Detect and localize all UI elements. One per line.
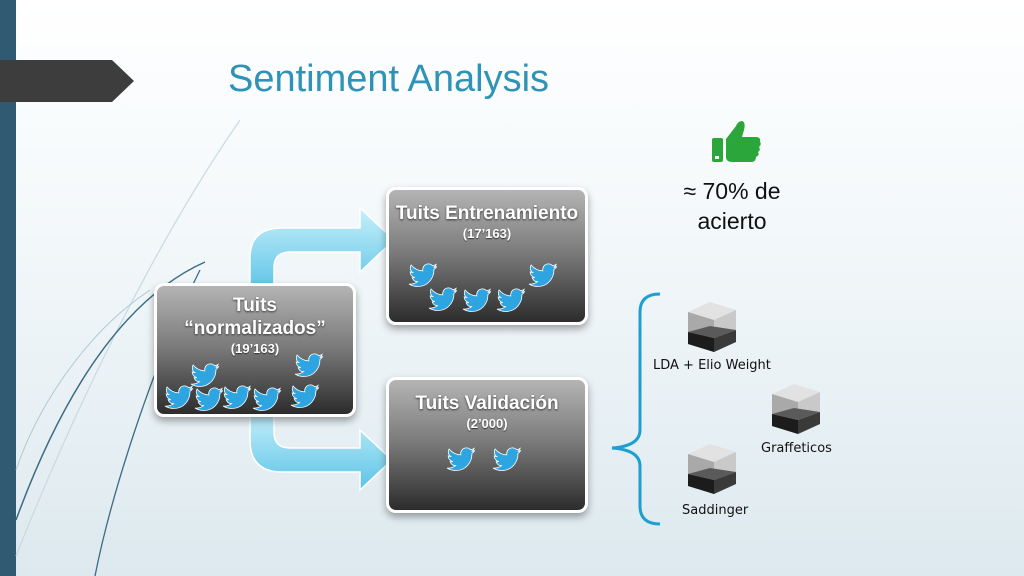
- training-tweets-count: (17’163): [462, 226, 512, 241]
- validation-tweets-count: (2’000): [466, 416, 508, 431]
- training-tweets-box: Tuits Entrenamiento (17’163): [386, 187, 588, 325]
- model-label-saddinger: Saddinger: [682, 503, 749, 518]
- model-cube-icon: [768, 380, 824, 436]
- slide-title: Sentiment Analysis: [228, 58, 550, 100]
- accuracy-text: ≈ 70% de acierto: [683, 178, 781, 234]
- normalized-tweets-title: Tuits “normalizados”: [184, 295, 326, 339]
- validation-tweets-box: Tuits Validación (2’000): [386, 377, 588, 513]
- title-tab-shape: [0, 60, 134, 102]
- left-accent-bar: [0, 0, 16, 576]
- validation-tweets-title: Tuits Validación: [415, 393, 559, 414]
- arrow-to-training: [249, 206, 396, 293]
- training-tweets-title: Tuits Entrenamiento: [395, 203, 579, 224]
- model-cube-icon: [684, 440, 740, 496]
- model-label-graffeticos: Graffeticos: [761, 441, 832, 456]
- normalized-tweets-count: (19’163): [230, 341, 280, 356]
- arrow-to-validation: [249, 409, 394, 492]
- thumbs-up-icon: [712, 121, 761, 162]
- model-label-lda: LDA + Elio Weight: [653, 358, 771, 373]
- model-cube-icon: [684, 298, 740, 354]
